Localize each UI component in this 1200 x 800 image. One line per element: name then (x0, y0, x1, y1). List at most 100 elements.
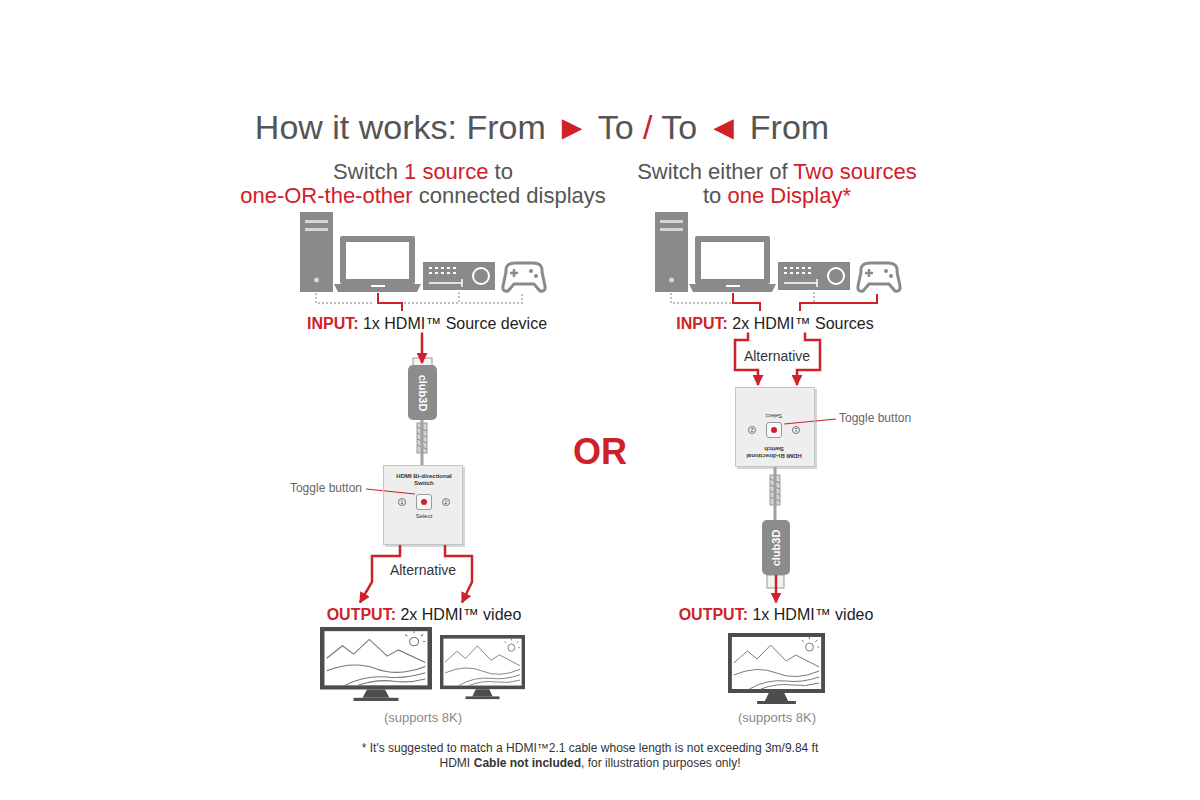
route-label: Alternative (744, 348, 810, 365)
display (730, 635, 823, 704)
text-run: 1x (752, 606, 773, 623)
button-label: Select (384, 513, 464, 520)
hdmi-cable (421, 420, 424, 465)
text-run: one (727, 183, 770, 208)
text-run: video (483, 606, 521, 623)
signal-arrow (421, 333, 424, 364)
text-run: ◄ (707, 108, 750, 146)
text-run: OUTPUT: (327, 606, 401, 623)
toggle-button (766, 422, 782, 438)
dotted-wire (671, 292, 814, 303)
io-text: OUTPUT: 2x HDMI™ video (327, 606, 522, 623)
io-text: INPUT: 1x HDMI™ Source device (307, 315, 547, 332)
text-run: Switch (333, 159, 404, 184)
footnote-line: HDMI Cable not included, for illustration… (439, 756, 740, 771)
io-label: OUTPUT: 1x HDMI™ video (679, 605, 874, 624)
spec-note: (supports 8K) (738, 710, 816, 726)
switch-face (383, 465, 463, 545)
left-source-wires (316, 292, 522, 311)
text-run: one-OR-the-other (240, 183, 419, 208)
text-run: ► (555, 108, 597, 146)
signal-arrow (775, 575, 778, 603)
text-run: INPUT: (307, 315, 363, 332)
text-run: displays (526, 183, 605, 208)
panel-heading: Switch either of Two sources to one Displ… (637, 160, 917, 208)
footnote-run: , for illustration purposes only! (581, 756, 740, 770)
text-run: HDMI™ (774, 606, 835, 623)
text-run: INPUT: (676, 315, 732, 332)
text-run: Sources (815, 315, 874, 332)
text-run: sources (840, 159, 917, 184)
text-run: to (703, 183, 727, 208)
hdmi-plug: club3D (762, 520, 790, 575)
callout-label: Toggle button (839, 411, 911, 425)
callout-label: Toggle button (290, 481, 362, 495)
io-label: INPUT: 2x HDMI™ Sources (676, 314, 873, 333)
leader-line (366, 489, 415, 494)
text-run: video (835, 606, 873, 623)
io-text: INPUT: 2x HDMI™ Sources (676, 315, 873, 332)
leader-line (784, 419, 836, 424)
or-divider: OR (573, 430, 627, 473)
io-label: INPUT: 1x HDMI™ Source device (307, 314, 547, 333)
switch-box: HDMI Bi-directional SwitchSelect 1 2 (383, 465, 463, 545)
text-run: HDMI™ (422, 606, 483, 623)
brand-logo: club3D (770, 529, 782, 566)
hdmi-plug: club3D (408, 365, 437, 420)
text-run: of (769, 159, 793, 184)
callout-dot (771, 427, 777, 433)
brand-logo: club3D (417, 374, 429, 411)
led-number: 2 (748, 426, 756, 434)
toggle-button (416, 494, 432, 510)
button-label: Select (734, 412, 814, 419)
device-label: HDMI Bi-directional Switch (740, 445, 808, 459)
hdmi-cable (774, 467, 777, 520)
spec-note: (supports 8K) (384, 710, 462, 726)
text-run: How (255, 108, 332, 146)
text-run: to (495, 159, 513, 184)
text-run: HDMI™ (384, 315, 445, 332)
led-number: 2 (442, 498, 450, 506)
text-run: connected (419, 183, 527, 208)
text-run: 1 (404, 159, 422, 184)
led-number: 1 (398, 498, 406, 506)
switch-box: HDMI Bi-directional Switch Select 1 2 (735, 387, 815, 467)
text-run: source (422, 159, 494, 184)
right-sources (655, 212, 900, 292)
io-text: OUTPUT: 1x HDMI™ video (679, 606, 874, 623)
active-wire (378, 293, 402, 311)
led-number: 1 (792, 426, 800, 434)
active-wire (733, 293, 877, 311)
text-run: Display* (770, 183, 851, 208)
title: How it works: From ► To / To ◄ From (255, 107, 829, 147)
right-source-wires (671, 292, 877, 311)
io-label: OUTPUT: 2x HDMI™ video (327, 605, 522, 624)
footnote-run: Cable not included (474, 756, 581, 770)
text-run: Switch (637, 159, 708, 184)
dotted-wire (316, 292, 522, 303)
text-run: OUTPUT: (679, 606, 753, 623)
text-run: HDMI™ (754, 315, 815, 332)
text-run: works: (359, 108, 467, 146)
switch-face (735, 387, 815, 467)
text-run: 1x (363, 315, 384, 332)
text-run: 2x (400, 606, 421, 623)
text-run: To (598, 108, 643, 146)
text-run: device (501, 315, 547, 332)
device-label: HDMI Bi-directional Switch (390, 473, 458, 487)
display-small (442, 637, 524, 699)
route-label: Alternative (390, 562, 456, 579)
text-run: Source (446, 315, 501, 332)
text-run: To (661, 108, 706, 146)
text-run: 2x (732, 315, 753, 332)
footnote-run: HDMI (439, 756, 470, 770)
text-run: From (750, 108, 829, 146)
text-run: / (643, 108, 661, 146)
callout-dot (421, 499, 427, 505)
footnote: * It's suggested to match a HDMI™2.1 cab… (362, 741, 819, 755)
text-run: Two (793, 159, 839, 184)
text-run: it (332, 108, 358, 146)
text-run: From (466, 108, 555, 146)
text-run: either (708, 159, 769, 184)
